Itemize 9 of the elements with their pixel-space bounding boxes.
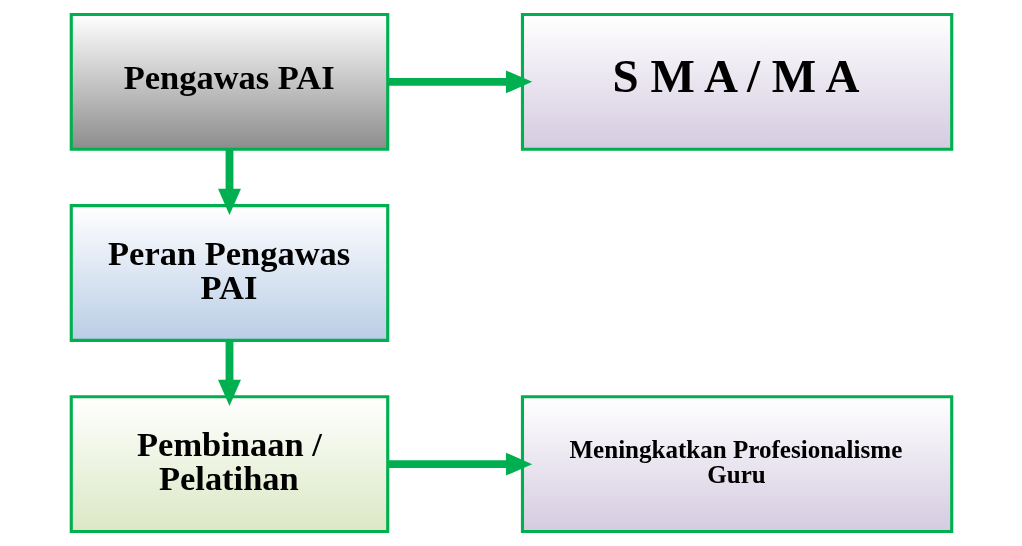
- node-box: S M A / M A: [520, 12, 953, 151]
- node-box: Peran Pengawas PAI: [69, 204, 389, 342]
- node-box: Pembinaan / Pelatihan: [69, 395, 389, 534]
- arrow: [217, 340, 241, 407]
- arrow: [387, 452, 532, 476]
- node-box: Pengawas PAI: [69, 12, 389, 151]
- arrow: [387, 70, 532, 94]
- node-box: Meningkatkan Profesionalisme Guru: [520, 395, 953, 534]
- arrow: [217, 149, 241, 215]
